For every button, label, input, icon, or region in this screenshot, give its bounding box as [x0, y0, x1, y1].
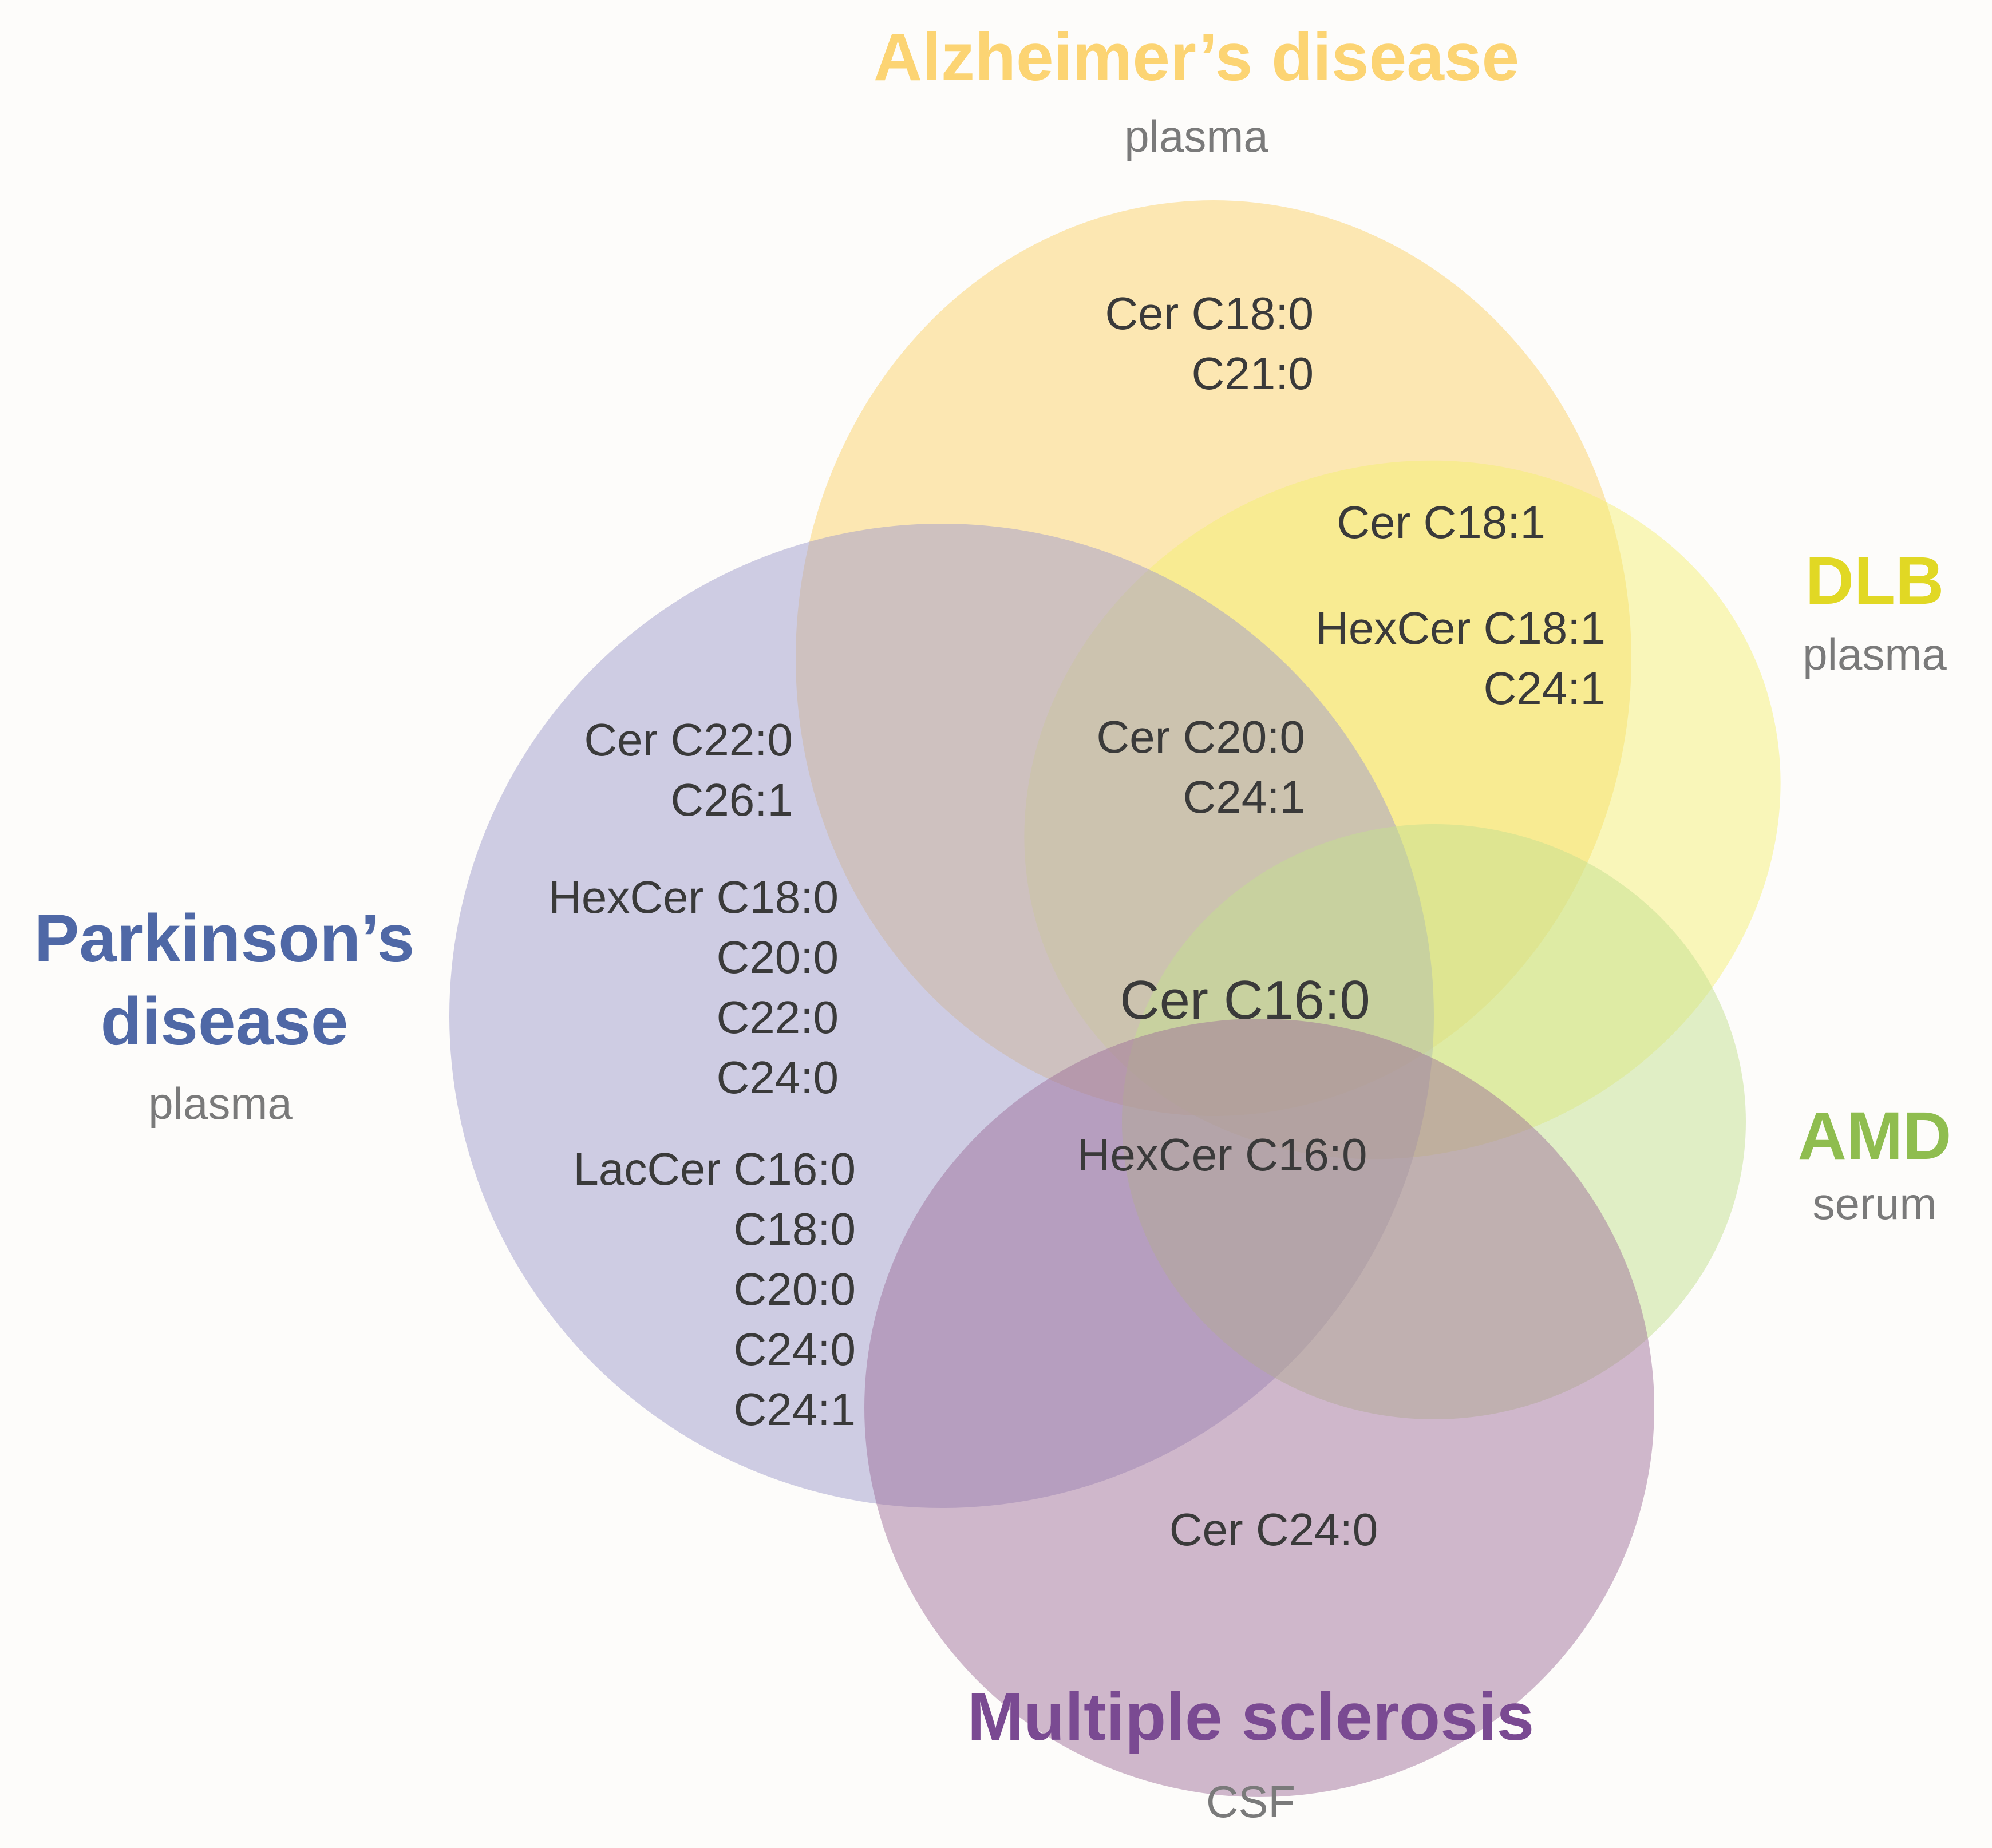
dlb-title: DLB — [1805, 543, 1944, 619]
pd-only-item: C24:0 — [717, 1052, 839, 1103]
pd-only-item: C24:0 — [734, 1324, 856, 1375]
amd-title: AMD — [1798, 1098, 1952, 1174]
alzheimers-title: Alzheimer’s disease — [874, 19, 1519, 95]
ms-title: Multiple sclerosis — [967, 1679, 1534, 1755]
pd-only-item: C26:1 — [671, 774, 793, 825]
ms-set-ellipse — [864, 1019, 1654, 1797]
ms-only-item: Cer C24:0 — [1169, 1504, 1378, 1555]
parkinsons-title-line2: disease — [101, 984, 349, 1059]
ad-dlb-item: C24:1 — [1484, 663, 1606, 714]
parkinsons-title-line1: Parkinson’s — [34, 901, 415, 976]
pd-only-item: C24:1 — [734, 1384, 856, 1435]
amd-sample: serum — [1813, 1178, 1937, 1229]
ad-only-item: C21:0 — [1192, 348, 1314, 399]
ad-dlb-item: Cer C18:1 — [1337, 497, 1546, 548]
ad-dlb-pd-item: Cer C20:0 — [1096, 711, 1305, 762]
ad-dlb-item: HexCer C18:1 — [1315, 603, 1606, 654]
pd-only-item: C20:0 — [734, 1264, 856, 1315]
dlb-sample: plasma — [1803, 629, 1947, 679]
pd-only-item: HexCer C18:0 — [548, 872, 839, 923]
pd-only-item: C20:0 — [717, 932, 839, 983]
pd-amd-ms-item: HexCer C16:0 — [1077, 1129, 1367, 1180]
ad-only-item: Cer C18:0 — [1105, 288, 1314, 339]
pd-only-item: C18:0 — [734, 1204, 856, 1255]
amd-set-ellipse — [1122, 824, 1746, 1419]
ad-dlb-pd-item: C24:1 — [1183, 771, 1305, 822]
pd-only-item: Cer C22:0 — [584, 714, 793, 765]
all-five-item: Cer C16:0 — [1120, 969, 1370, 1031]
pd-only-item: LacCer C16:0 — [573, 1143, 856, 1194]
ms-sample: CSF — [1206, 1776, 1295, 1827]
pd-only-item: C22:0 — [717, 992, 839, 1043]
alzheimers-sample: plasma — [1124, 111, 1268, 161]
parkinsons-sample: plasma — [148, 1078, 293, 1129]
